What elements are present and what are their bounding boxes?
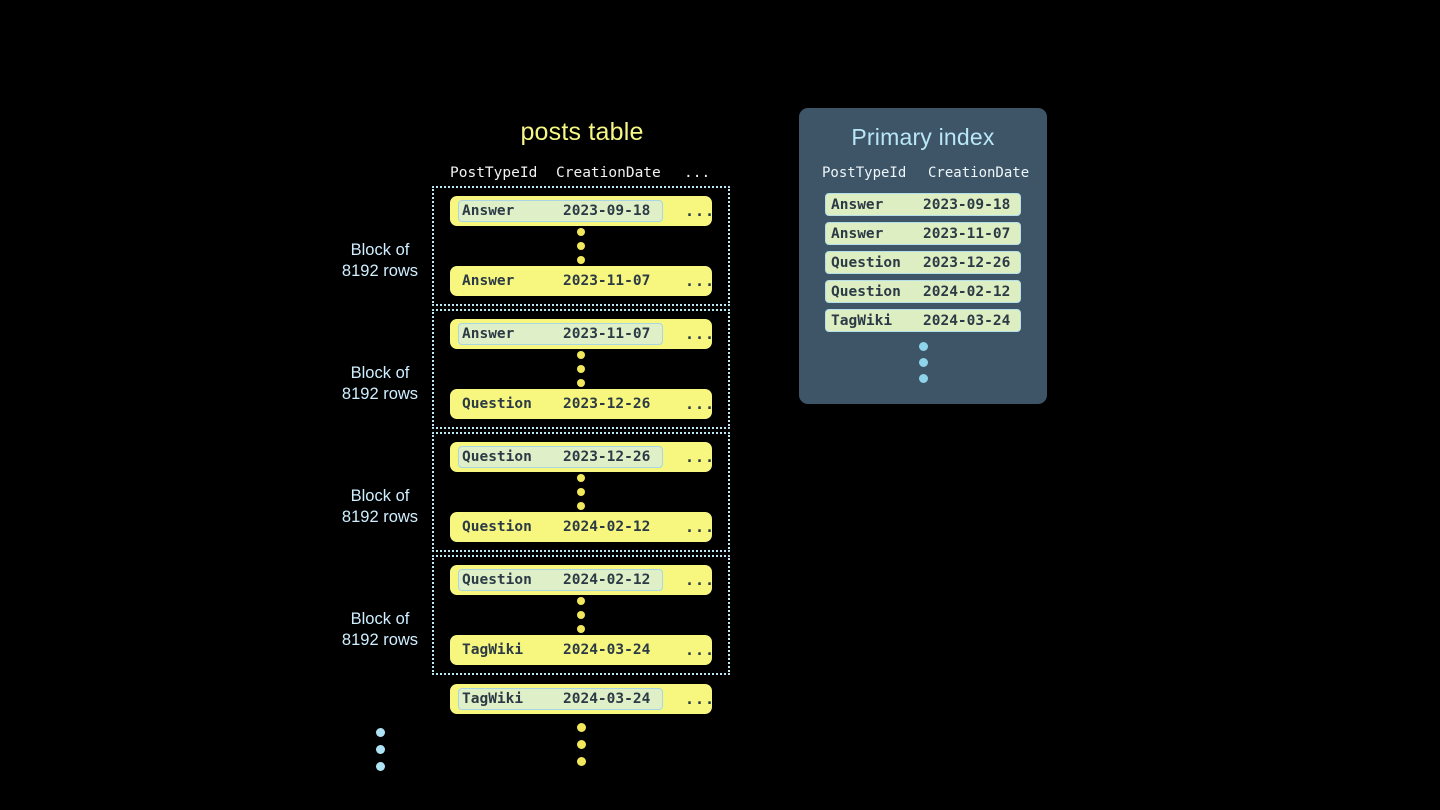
row-key-cells: TagWiki 2024-03-24	[462, 642, 651, 658]
block-label-3: Block of 8192 rows	[341, 487, 419, 526]
row-ellipsis: ...	[685, 395, 716, 413]
row-key-cells: Answer 2023-09-18	[458, 200, 663, 222]
dot-icon	[375, 728, 385, 737]
row-continuation-dots	[434, 349, 728, 389]
column-header-creationdate: CreationDate	[556, 165, 661, 181]
block-label-1: Block of 8192 rows	[341, 241, 419, 280]
row-key-cells: Answer 2023-11-07	[458, 323, 663, 345]
row-key-cells: Question 2023-12-26	[462, 396, 651, 412]
block-1: Answer 2023-09-18 ... Answer 2023-11-07 …	[432, 186, 730, 306]
row-key-cells: Question 2024-02-12	[458, 569, 663, 591]
row-ellipsis: ...	[685, 641, 716, 659]
table-row[interactable]: TagWiki 2024-03-24 ...	[450, 635, 716, 665]
dot-icon	[375, 762, 385, 771]
dot-icon	[577, 228, 585, 236]
dot-icon	[576, 723, 586, 732]
dot-icon	[577, 597, 585, 605]
row-ellipsis: ...	[685, 448, 716, 466]
dot-icon	[375, 745, 385, 754]
row-ellipsis: ...	[685, 571, 716, 589]
table-row[interactable]: Question 2023-12-26 ...	[450, 442, 716, 472]
dot-icon	[577, 502, 585, 510]
block-wrapper-1: Block of 8192 rows Answer 2023-09-18 ...	[330, 186, 750, 306]
block-label-4: Block of 8192 rows	[341, 610, 419, 649]
row-ellipsis: ...	[685, 272, 716, 290]
dot-icon	[577, 474, 585, 482]
primary-index-column-headers: PostTypeId CreationDate	[799, 165, 1047, 181]
posts-table-blocks: Block of 8192 rows Answer 2023-09-18 ...	[330, 186, 750, 771]
row-key-cells: Question 2024-02-12	[462, 519, 651, 535]
dot-icon	[918, 342, 928, 351]
primary-index-panel: Primary index PostTypeId CreationDate An…	[799, 108, 1047, 404]
index-continuation-dots	[799, 342, 1047, 383]
tail-row: TagWiki 2024-03-24 ...	[432, 684, 730, 714]
posts-table-title: posts table	[520, 118, 644, 146]
table-row[interactable]: Answer 2023-11-07 ...	[450, 266, 716, 296]
index-row[interactable]: Answer 2023-09-18	[825, 193, 1021, 216]
tail-row-wrapper: TagWiki 2024-03-24 ...	[330, 684, 750, 771]
row-continuation-dots	[434, 226, 728, 266]
index-row[interactable]: Answer 2023-11-07	[825, 222, 1021, 245]
row-key-cells: Answer 2023-11-07	[462, 273, 651, 289]
block-2: Answer 2023-11-07 ... Question 2023-12-2…	[432, 309, 730, 429]
primary-index-title: Primary index	[851, 124, 995, 150]
block-wrapper-4: Block of 8192 rows Question 2024-02-12 .…	[330, 555, 750, 675]
dot-icon	[577, 242, 585, 250]
posts-table-column-headers: PostTypeId CreationDate ...	[450, 165, 730, 181]
index-row[interactable]: TagWiki 2024-03-24	[825, 309, 1021, 332]
index-column-header-posttypeid: PostTypeId	[822, 165, 907, 181]
dot-icon	[576, 740, 586, 749]
dot-icon	[577, 351, 585, 359]
column-header-posttypeid: PostTypeId	[450, 165, 538, 181]
dot-icon	[918, 358, 928, 367]
dot-icon	[577, 488, 585, 496]
row-ellipsis: ...	[685, 202, 716, 220]
table-row[interactable]: Question 2023-12-26 ...	[450, 389, 716, 419]
dot-icon	[577, 611, 585, 619]
dot-icon	[576, 757, 586, 766]
row-continuation-dots	[434, 472, 728, 512]
dot-icon	[577, 365, 585, 373]
block-4: Question 2024-02-12 ... TagWiki 2024-03-…	[432, 555, 730, 675]
primary-index-rows: Answer 2023-09-18 Answer 2023-11-07 Ques…	[799, 193, 1047, 332]
index-row[interactable]: Question 2023-12-26	[825, 251, 1021, 274]
table-row[interactable]: TagWiki 2024-03-24 ...	[450, 684, 716, 714]
row-continuation-dots	[434, 595, 728, 635]
table-row[interactable]: Question 2024-02-12 ...	[450, 512, 716, 542]
row-key-cells: Question 2023-12-26	[458, 446, 663, 468]
row-key-cells: TagWiki 2024-03-24	[458, 688, 663, 710]
row-ellipsis: ...	[685, 518, 716, 536]
row-ellipsis: ...	[685, 690, 716, 708]
dot-icon	[577, 256, 585, 264]
table-continuation-dots-center	[432, 723, 730, 766]
index-column-header-creationdate: CreationDate	[928, 165, 1030, 181]
row-ellipsis: ...	[685, 325, 716, 343]
column-header-ellipsis: ...	[684, 165, 711, 181]
dot-icon	[577, 625, 585, 633]
index-row[interactable]: Question 2024-02-12	[825, 280, 1021, 303]
dot-icon	[918, 374, 928, 383]
dot-icon	[577, 379, 585, 387]
block-wrapper-3: Block of 8192 rows Question 2023-12-26 .…	[330, 432, 750, 552]
table-row[interactable]: Answer 2023-11-07 ...	[450, 319, 716, 349]
block-3: Question 2023-12-26 ... Question 2024-02…	[432, 432, 730, 552]
table-row[interactable]: Answer 2023-09-18 ...	[450, 196, 716, 226]
table-continuation-dots-left	[330, 728, 430, 771]
block-wrapper-2: Block of 8192 rows Answer 2023-11-07 ...	[330, 309, 750, 429]
table-row[interactable]: Question 2024-02-12 ...	[450, 565, 716, 595]
block-label-2: Block of 8192 rows	[341, 364, 419, 403]
